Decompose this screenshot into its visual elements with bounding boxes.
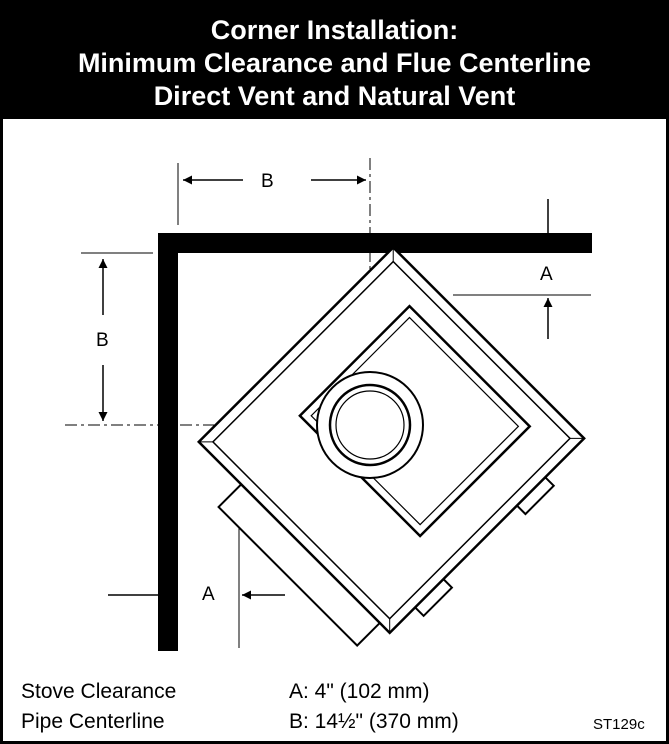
side-wall [158, 233, 178, 651]
label-b-top: B [261, 171, 274, 192]
stove-top-bevel [211, 260, 572, 620]
title-line-2: Minimum Clearance and Flue Centerline [77, 48, 592, 78]
title-line-1: Corner Installation: [210, 15, 459, 45]
title-line-3: Direct Vent and Natural Vent [153, 81, 516, 111]
figure-code: ST129c [593, 716, 645, 733]
flue-pipe [328, 383, 412, 467]
label-a-right: A [540, 264, 553, 285]
clearance-diagram [65, 158, 592, 651]
figure-header: Corner Installation: Minimum Clearance a… [3, 3, 666, 119]
label-a-bottom: A [202, 584, 215, 605]
legend-row1-label: Stove Clearance [21, 680, 177, 703]
back-wall [158, 233, 592, 253]
legend-row2-label: Pipe Centerline [21, 710, 165, 733]
flue-pipe-inner [335, 390, 405, 460]
label-b-left: B [96, 330, 109, 351]
legend-row1-value: A: 4" (102 mm) [289, 680, 430, 703]
legend-row2-value: B: 14½" (370 mm) [289, 710, 459, 733]
